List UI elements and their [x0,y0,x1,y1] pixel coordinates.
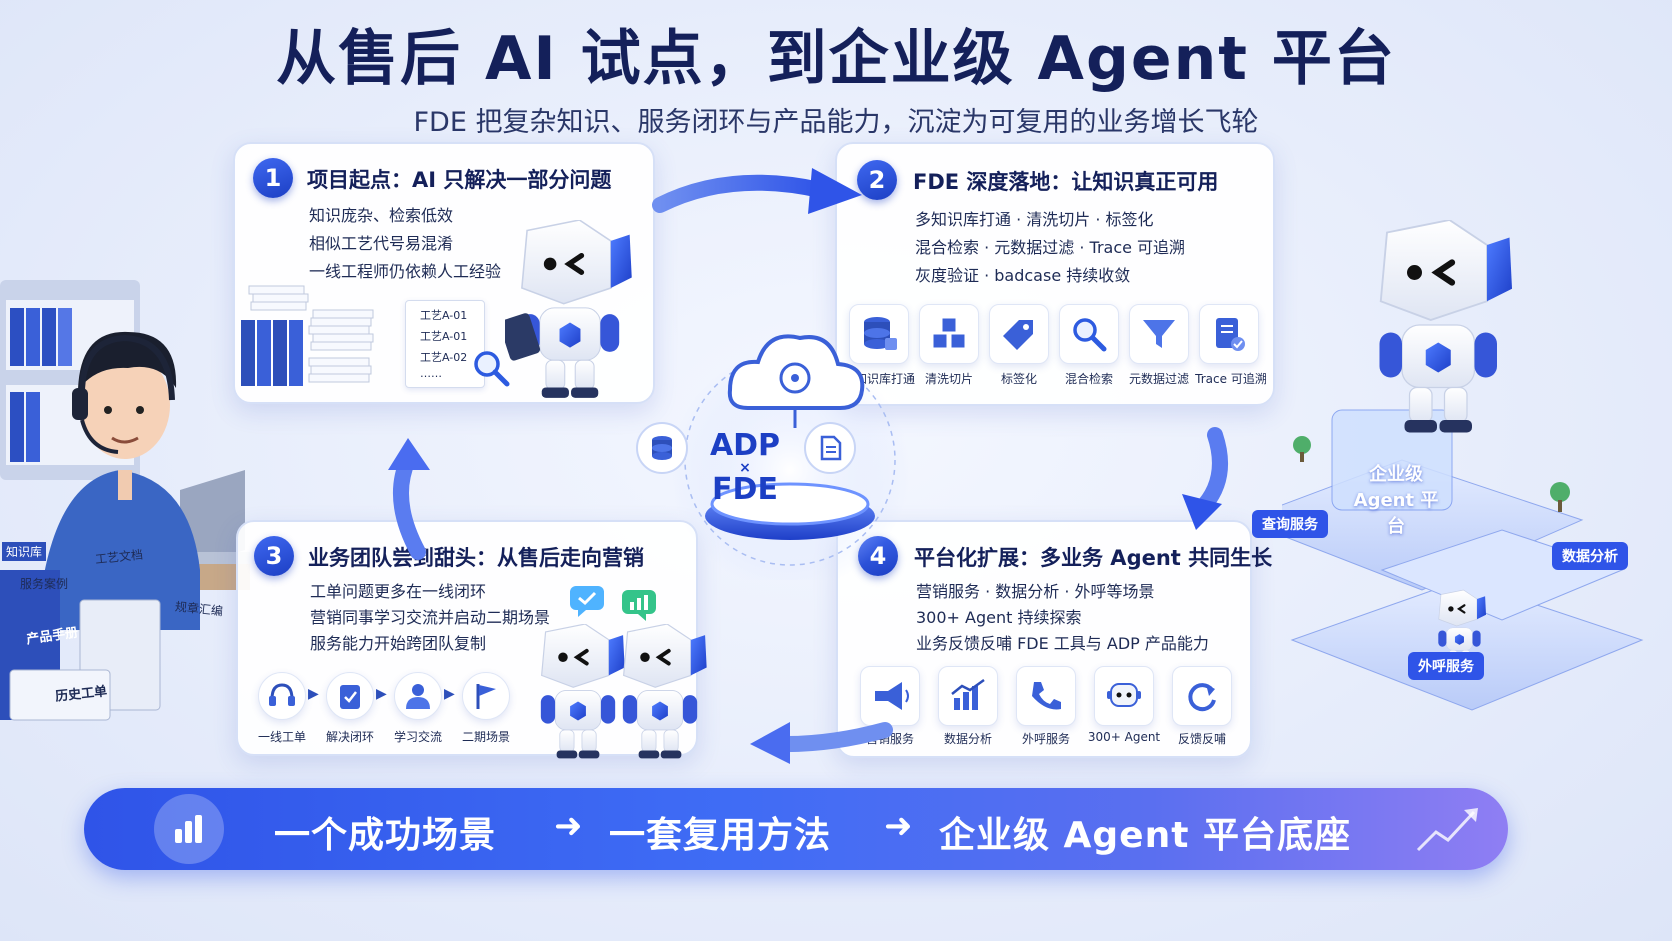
platform-tag: 外呼服务 [1408,652,1484,680]
document-icon [804,422,856,474]
funnel-icon [1129,304,1189,364]
hub-label-mid: × [739,460,751,476]
step-title: FDE 深度落地：让知识真正可用 [913,170,1219,194]
step-line: 300+ Agent 持续探索 [916,608,1082,627]
banner-arrow-icon: ➜ [884,806,913,846]
doc-code-list: 工艺A-01 工艺A-01 工艺A-02 …… [405,300,485,388]
summary-banner: 一个成功场景 ➜ 一套复用方法 ➜ 企业级 Agent 平台底座 [84,788,1508,870]
tile-label: 学习交流 [393,730,442,744]
tile-label: 标签化 [1000,372,1037,386]
document-stack-illustration [241,285,374,386]
tag-icon [989,304,1049,364]
step-card-4: 4 平台化扩展：多业务 Agent 共同生长 营销服务 · 数据分析 · 外呼等… [836,520,1272,758]
tile-label: 300+ Agent [1087,730,1161,744]
refresh-icon [1172,666,1232,726]
hub-label-top: ADP [709,428,781,463]
step-line: 营销同事学习交流并启动二期场景 [310,608,551,627]
platform-tag: 数据分析 [1552,542,1628,570]
headset-icon [258,672,306,720]
step-line: 多知识库打通 · 清洗切片 · 标签化 [915,210,1154,229]
clipboard-check-icon [326,672,374,720]
tile-label: 数据分析 [943,732,992,746]
left-scene: 工艺文档 服务案例 规章汇编 产品手册 历史工单 知识库 [0,270,250,740]
platform-tag: 查询服务 [1252,510,1328,538]
step-card-3: 3 业务团队尝到甜头：从售后走向营销 工单问题更多在一线闭环 营销同事学习交流并… [236,520,709,760]
chat-check-icon [570,586,604,617]
step-title: 业务团队尝到甜头：从售后走向营销 [308,546,644,570]
banner-arrow-icon: ➜ [554,806,583,846]
robot-icon [505,220,635,400]
flag-icon [462,672,510,720]
step-line: 一线工程师仍依赖人工经验 [309,262,502,281]
chat-chart-icon [622,590,656,621]
binder-label: 服务案例 [20,577,69,591]
document-check-icon [1199,304,1259,364]
database-icon [636,422,688,474]
cubes-icon [919,304,979,364]
bar-chart-icon [154,794,224,864]
flow-arrow-icon: ▶ [376,686,387,702]
step-number-badge: 3 [254,536,294,576]
phone-icon [1016,666,1076,726]
doc-code: 工艺A-01 [420,309,468,322]
platform-title-line: Agent 平台 [1353,490,1439,537]
tile-label: 解决闭环 [325,730,374,744]
tile-label: 外呼服务 [1021,732,1070,746]
step-line: 混合检索 · 元数据过滤 · Trace 可追溯 [915,238,1186,257]
tile-label: 反馈反哺 [1177,732,1226,746]
robot-icon [1094,666,1154,726]
platform-title: 企业级 Agent 平台 [1346,460,1446,538]
doc-code: …… [420,367,442,380]
engineer-illustration [0,280,250,721]
step-title: 项目起点：AI 只解决一部分问题 [307,168,612,192]
right-scene: 企业级 Agent 平台 查询服务 数据分析 外呼服务 [1240,220,1672,760]
page-subtitle: FDE 把复杂知识、服务闭环与产品能力，沉淀为可复用的业务增长飞轮 [413,107,1259,138]
growth-arrow-icon [1416,808,1478,852]
doc-code: 工艺A-01 [420,330,468,343]
tile-label: 混合检索 [1064,372,1113,386]
step-card-1: 1 项目起点：AI 只解决一部分问题 知识庞杂、检索低效 相似工艺代号易混淆 一… [233,142,655,404]
hub-illustration [670,334,910,590]
step-line: 服务能力开始跨团队复制 [310,634,487,653]
doc-code: 工艺A-02 [420,351,468,364]
tile-label: Trace 可追溯 [1195,372,1267,386]
megaphone-icon [860,666,920,726]
tile-label: 清洗切片 [924,372,973,386]
tile-label: 元数据过滤 [1128,372,1189,386]
center-hub: ADP × FDE [636,320,920,590]
banner-step: 一套复用方法 [609,815,832,856]
tile-label: 一线工单 [257,730,306,744]
tile-label: 二期场景 [461,730,510,744]
step-line: 相似工艺代号易混淆 [309,234,454,253]
step-card-2: 2 FDE 深度落地：让知识真正可用 多知识库打通 · 清洗切片 · 标签化 混… [835,142,1275,406]
step-line: 业务反馈反哺 FDE 工具与 ADP 产品能力 [916,634,1209,653]
step-line: 营销服务 · 数据分析 · 外呼等场景 [916,582,1155,601]
database-icon [849,304,909,364]
step-line: 知识庞杂、检索低效 [309,206,454,225]
step-line: 灰度验证 · badcase 持续收敛 [915,266,1131,285]
step-number-badge: 1 [253,158,293,198]
step-title: 平台化扩展：多业务 Agent 共同生长 [914,546,1273,570]
step-number-badge: 2 [857,160,897,200]
hub-label-bottom: FDE [712,472,778,507]
page-title: 从售后 AI 试点，到企业级 Agent 平台 [276,24,1396,94]
flow-arrow-icon: ▶ [444,686,455,702]
magnifier-icon [474,351,510,387]
bar-chart-icon [938,666,998,726]
shelf-sign: 知识库 [2,542,47,561]
platform-title-line: 企业级 [1369,464,1423,485]
magnifier-icon [1059,304,1119,364]
step-line: 工单问题更多在一线闭环 [310,582,487,601]
flow-arrow-icon: ▶ [308,686,319,702]
banner-step: 企业级 Agent 平台底座 [939,815,1351,856]
banner-step: 一个成功场景 [274,815,497,856]
people-icon [394,672,442,720]
